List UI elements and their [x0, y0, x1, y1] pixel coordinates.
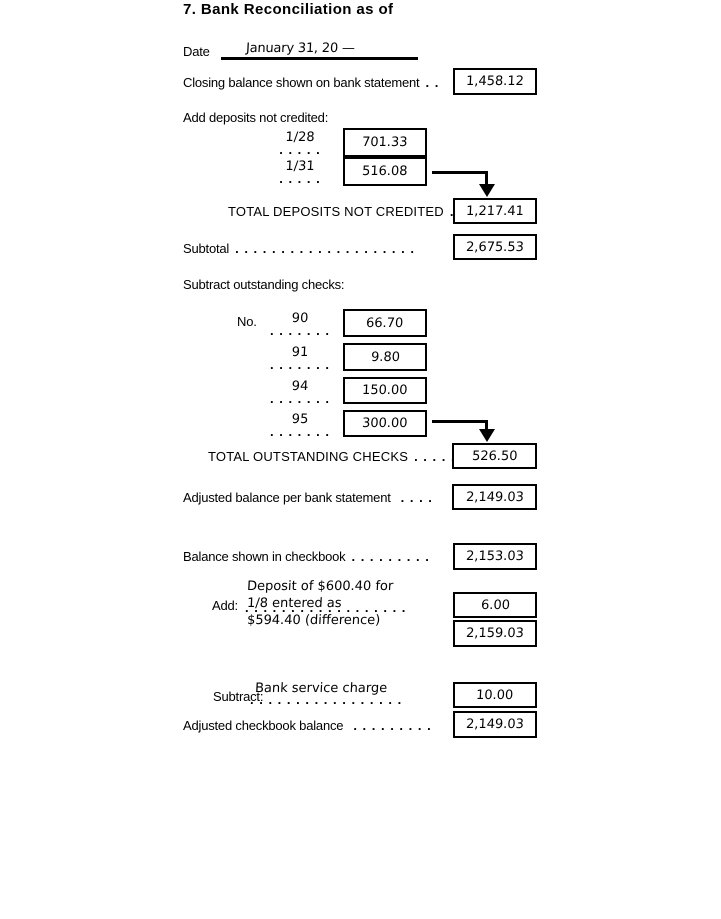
- add-label: Add:: [212, 598, 238, 613]
- check-amount-box-2: 9.80: [343, 343, 427, 371]
- deposit-item-2: 1/31 . . . . .: [265, 159, 335, 186]
- adjusted-checkbook-value: 2,149.03: [465, 717, 525, 732]
- add-dots: . . . . . . . . . . . . . . . . . .: [245, 600, 407, 615]
- check-amount-box-1: 66.70: [343, 309, 427, 337]
- check-dots-3: . . . . . . .: [270, 391, 330, 406]
- adjusted-checkbook-label: Adjusted checkbook balance. . . . . . . …: [183, 718, 432, 733]
- date-underline: [221, 57, 418, 60]
- add-amount-value: 6.00: [480, 597, 510, 613]
- check-item-4: 95 . . . . . . .: [262, 412, 338, 439]
- page-title: 7. Bank Reconciliation as of: [183, 1, 394, 18]
- check-no-label: No.: [237, 314, 257, 329]
- check-dots-1: . . . . . . .: [270, 323, 330, 338]
- checkbook-balance-box: 2,153.03: [453, 543, 537, 570]
- closing-balance-box: 1,458.12: [453, 68, 537, 95]
- deposits-arrow-line: [432, 171, 488, 186]
- check-item-3: 94 . . . . . . .: [262, 379, 338, 406]
- check-number-4: 95: [291, 412, 309, 427]
- check-number-2: 91: [291, 345, 309, 360]
- closing-balance-label: Closing balance shown on bank statement.…: [183, 75, 440, 90]
- subtotal-box: 2,675.53: [453, 234, 537, 260]
- checks-arrow-head-icon: [479, 429, 495, 442]
- deposits-arrow-head-icon: [479, 184, 495, 197]
- subtotal-value: 2,675.53: [465, 239, 525, 255]
- total-deposits-label: TOTAL DEPOSITS NOT CREDITED. .: [228, 204, 463, 219]
- deposit-amount-box-2: 516.08: [343, 157, 427, 186]
- deposit-date-1: 1/28: [285, 130, 316, 145]
- total-checks-label: TOTAL OUTSTANDING CHECKS. . . . .: [208, 449, 456, 464]
- check-amount-2: 9.80: [370, 349, 400, 365]
- check-amount-box-3: 150.00: [343, 377, 427, 404]
- adjusted-bank-balance-value: 2,149.03: [465, 489, 524, 505]
- check-amount-4: 300.00: [361, 416, 409, 431]
- adjusted-bank-balance-box: 2,149.03: [452, 484, 537, 510]
- subtract-label: Subtract:: [213, 689, 264, 704]
- check-dots-2: . . . . . . .: [270, 357, 330, 372]
- deposit-amount-2: 516.08: [361, 164, 409, 179]
- checks-heading: Subtract outstanding checks:: [183, 277, 345, 292]
- deposit-dots-2: . . . . .: [279, 171, 321, 186]
- checks-arrow-line: [432, 420, 488, 432]
- check-number-1: 90: [291, 311, 309, 326]
- new-balance-value: 2,159.03: [465, 626, 525, 641]
- check-amount-box-4: 300.00: [343, 410, 427, 437]
- check-item-1: 90 . . . . . . .: [262, 311, 338, 338]
- adjusted-checkbook-box: 2,149.03: [453, 711, 537, 738]
- deposit-amount-box-1: 701.33: [343, 128, 427, 157]
- date-value: January 31, 20 —: [245, 41, 356, 56]
- date-label: Date: [183, 44, 210, 59]
- total-checks-value: 526.50: [471, 448, 518, 464]
- deposits-heading: Add deposits not credited:: [183, 110, 329, 125]
- subtotal-label: Subtotal. . . . . . . . . . . . . . . . …: [183, 241, 415, 256]
- deposit-amount-1: 701.33: [361, 135, 409, 150]
- check-amount-1: 66.70: [365, 315, 405, 331]
- check-amount-3: 150.00: [361, 383, 409, 398]
- total-deposits-box: 1,217.41: [453, 198, 537, 224]
- total-deposits-value: 1,217.41: [465, 203, 525, 219]
- subtract-amount-value: 10.00: [475, 687, 515, 703]
- checkbook-balance-label: Balance shown in checkbook. . . . . . . …: [183, 549, 430, 564]
- subtract-amount-box: 10.00: [453, 682, 537, 708]
- deposit-dots-1: . . . . .: [279, 142, 321, 157]
- check-number-3: 94: [291, 379, 309, 394]
- add-note: Deposit of $600.40 for 1/8 entered as $5…: [246, 578, 394, 629]
- subtract-dots: . . . . . . . . . . . . . . . . .: [250, 692, 403, 707]
- deposit-item-1: 1/28 . . . . .: [265, 130, 335, 157]
- total-checks-box: 526.50: [452, 443, 537, 469]
- checkbook-balance-value: 2,153.03: [465, 549, 525, 564]
- check-item-2: 91 . . . . . . .: [262, 345, 338, 372]
- check-dots-4: . . . . . . .: [270, 424, 330, 439]
- add-note-line-2: 1/8 entered as: [246, 596, 342, 611]
- add-amount-box: 6.00: [453, 592, 537, 618]
- new-balance-box: 2,159.03: [453, 620, 537, 647]
- add-note-line-1: Deposit of $600.40 for: [246, 579, 394, 594]
- closing-balance-value: 1,458.12: [465, 74, 525, 89]
- subtract-note-line: Bank service charge: [254, 681, 388, 696]
- subtract-note: Bank service charge: [254, 680, 388, 697]
- deposit-date-2: 1/31: [285, 159, 316, 174]
- adjusted-bank-balance-label: Adjusted balance per bank statement. . .…: [183, 490, 433, 505]
- add-note-line-3: $594.40 (difference): [246, 613, 381, 628]
